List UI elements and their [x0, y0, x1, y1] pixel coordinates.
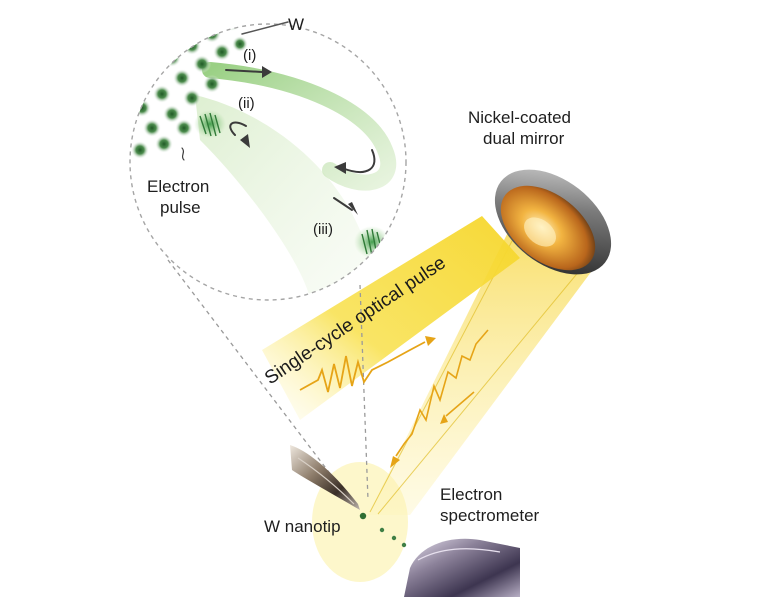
label-mirror-1: Nickel-coated	[468, 108, 571, 127]
label-nanotip: W nanotip	[264, 517, 341, 536]
label-w: W	[288, 15, 304, 34]
label-spectrometer-2: spectrometer	[440, 506, 540, 525]
label-electron-pulse-1: Electron	[147, 177, 209, 196]
label-step-i: (i)	[243, 47, 256, 64]
spectrometer-nozzle-icon	[404, 539, 520, 597]
electron-pulse-ii	[194, 110, 226, 138]
label-step-iii: (iii)	[313, 221, 333, 238]
zoom-inset	[130, 13, 406, 300]
label-step-ii: (ii)	[238, 95, 255, 112]
label-electron-pulse-2: pulse	[160, 198, 201, 217]
label-spectrometer-1: Electron	[440, 485, 502, 504]
label-mirror-2: dual mirror	[483, 129, 565, 148]
